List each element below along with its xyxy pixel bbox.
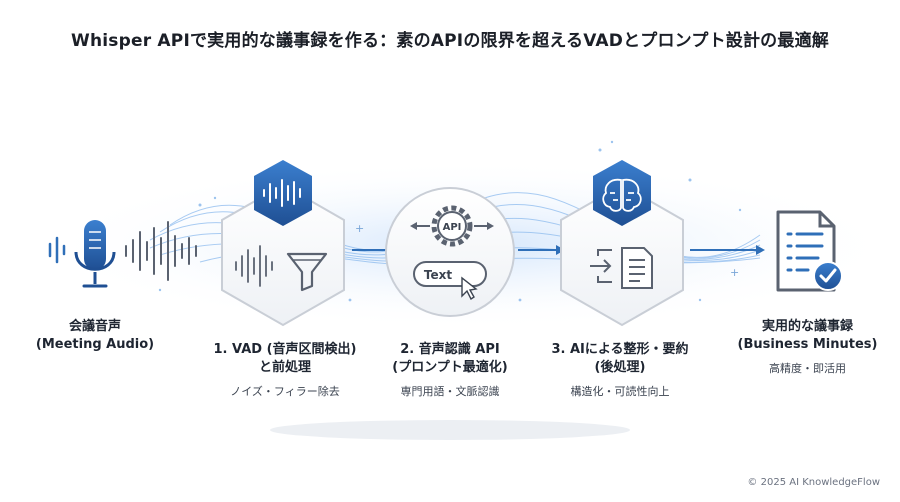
step-3-description: 構造化・可読性向上 — [570, 385, 670, 398]
api-circle: API Text — [385, 187, 515, 317]
copyright-footer: © 2025 AI KnowledgeFlow — [747, 477, 880, 488]
vad-hexagon — [221, 160, 345, 327]
arrow-3 — [690, 245, 765, 255]
page-title: Whisper APIで実用的な議事録を作る：素のAPIの限界を超えるVADとプ… — [71, 31, 829, 51]
api-badge-text: API — [443, 222, 462, 233]
sound-wave-left-icon — [48, 236, 66, 264]
funnel-icon — [286, 252, 328, 292]
step-2-title: 2. 音声認識 API — [400, 342, 500, 357]
brain-icon — [602, 178, 642, 212]
text-box-label: Text — [424, 268, 452, 282]
step-4-subtitle: (Business Minutes) — [737, 337, 878, 352]
api-gear-icon — [431, 205, 473, 247]
step-4-description: 高精度・即活用 — [769, 362, 846, 375]
floor-shadow — [270, 420, 630, 440]
document-lines-icon — [621, 247, 653, 289]
text-box — [413, 261, 487, 287]
step-3-label: 3. AIによる整形・要約 (後処理) — [530, 341, 710, 377]
step-0-subtitle: (Meeting Audio) — [35, 337, 155, 352]
step-3-title: 3. AIによる整形・要約 — [551, 342, 689, 357]
ai-hexagon — [560, 160, 684, 327]
step-1-title: 1. VAD (音声区間検出) — [213, 342, 357, 357]
bidirectional-arrow-icon — [410, 222, 494, 230]
microphone-icon — [74, 220, 116, 288]
step-2-subtitle: (プロンプト最適化) — [392, 360, 508, 375]
step-1-subtitle: と前処理 — [258, 360, 311, 375]
step-2-label: 2. 音声認識 API (プロンプト最適化) — [365, 341, 535, 377]
sound-wave-right-icon — [125, 221, 197, 281]
svg-text:+: + — [730, 266, 739, 279]
cursor-icon — [461, 276, 478, 301]
noisy-wave-icon — [235, 245, 273, 287]
step-4-label: 実用的な議事録 (Business Minutes) — [725, 318, 890, 354]
step-1-description: ノイズ・フィラー除去 — [230, 385, 340, 398]
document-check-icon — [776, 210, 843, 292]
step-0-title: 会議音声 — [68, 319, 121, 334]
svg-text:+: + — [355, 222, 364, 235]
input-arrow-icon — [590, 249, 612, 283]
step-2-description: 専門用語・文脈認識 — [400, 385, 500, 398]
step-1-label: 1. VAD (音声区間検出) と前処理 — [195, 341, 375, 377]
step-0-label: 会議音声 (Meeting Audio) — [30, 318, 160, 354]
step-4-title: 実用的な議事録 — [761, 319, 853, 334]
step-3-subtitle: (後処理) — [594, 360, 646, 375]
particle-dots — [158, 140, 742, 302]
